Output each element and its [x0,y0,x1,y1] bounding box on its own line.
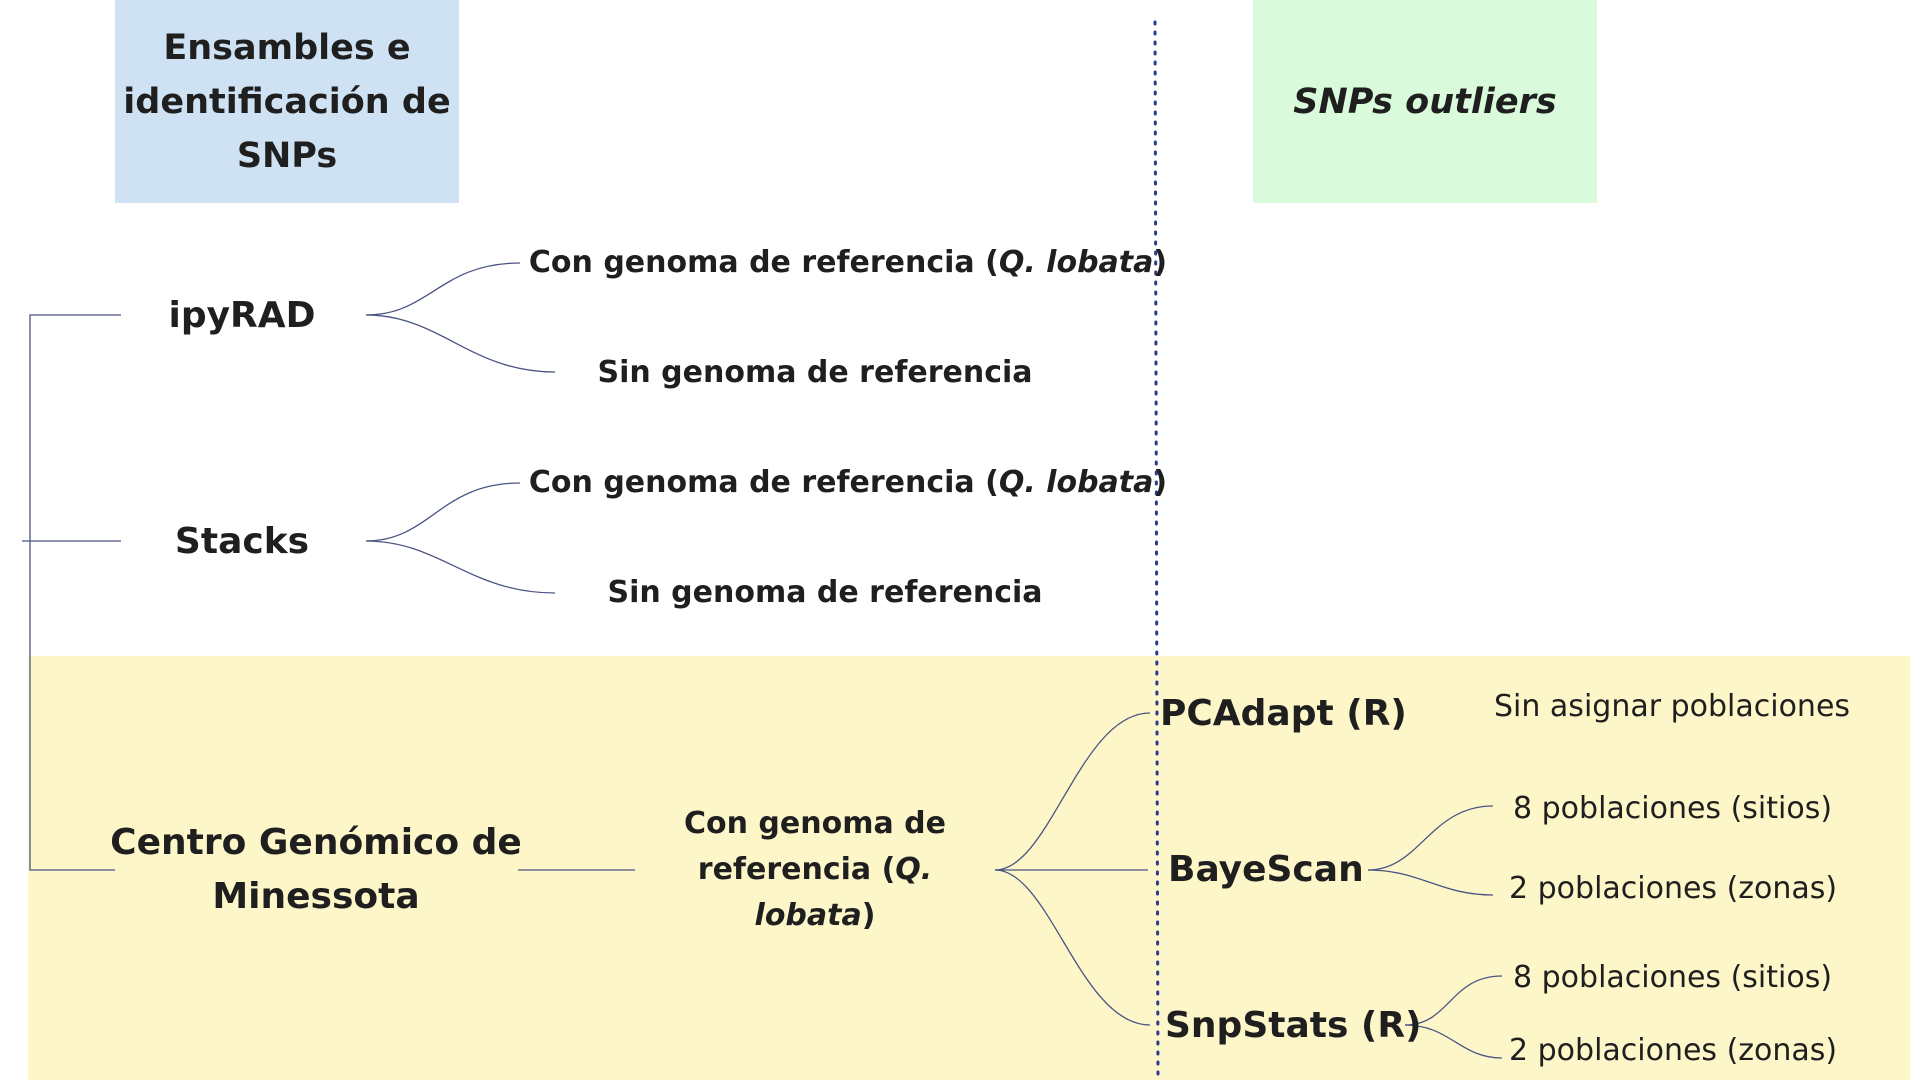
ref-prefix: Con genoma de referencia ( [528,465,999,500]
ipyrad-to-noref [365,314,556,373]
node-cgm: Centro Genómico de Minessota [110,822,522,917]
snpstats-sites-label: 8 poblaciones (sitios) [1513,960,1833,995]
ref-suffix: ) [861,898,876,933]
ref-species: Q. lobata [998,245,1154,280]
node-stacks: Stacks [174,521,310,562]
ref-species: Q. lobata [998,465,1154,500]
ipyrad-ref-label: Con genoma de referencia (Q. lobata) [529,248,1167,278]
node-bayescan: BayeScan [1168,849,1364,890]
ref-to-snpstats [994,869,1151,1026]
stacks-to-ref [365,482,521,542]
bayescan-to-zones [1367,869,1494,896]
header-assembly: Ensambles e identificación de SNPs [115,0,459,203]
stacks-ref-label: Con genoma de referencia (Q. lobata) [529,468,1167,498]
ref-suffix: ) [1153,245,1168,280]
ref-prefix: Con genoma de referencia ( [684,806,946,887]
pcadapt-unassigned-label: Sin asignar poblaciones [1494,689,1851,724]
node-pcadapt: PCAdapt (R) [1160,693,1407,734]
snpstats-to-zones [1404,1024,1503,1059]
ref-to-pcadapt [994,712,1151,871]
dotted-divider [1153,20,1160,1080]
ref-species: Q. lobata [754,852,933,933]
header-outliers-label: SNPs outliers [1293,81,1557,122]
snpstats-zones-label: 2 poblaciones (zonas) [1509,1033,1838,1068]
header-outliers: SNPs outliers [1253,0,1597,203]
node-snpstats: SnpStats (R) [1165,1005,1422,1046]
bayescan-zones-label: 2 poblaciones (zonas) [1509,871,1838,906]
ref-prefix: Con genoma de referencia ( [528,245,999,280]
bayescan-sites-label: 8 poblaciones (sitios) [1513,791,1833,826]
ipyrad-noref-label: Sin genoma de referencia [597,355,1033,390]
ref-suffix: ) [1153,465,1168,500]
cgm-ref-label: Con genoma de referencia (Q. lobata) [635,801,995,939]
header-assembly-label: Ensambles e identificación de SNPs [123,27,451,176]
bracket-line [29,314,121,871]
bayescan-to-sites [1367,805,1494,871]
snpstats-to-sites [1404,975,1503,1026]
stacks-noref-label: Sin genoma de referencia [607,575,1043,610]
ipyrad-to-ref [365,262,521,316]
highlight-band [28,656,1910,1080]
stacks-to-noref [365,540,556,594]
node-ipyrad: ipyRAD [168,295,316,336]
